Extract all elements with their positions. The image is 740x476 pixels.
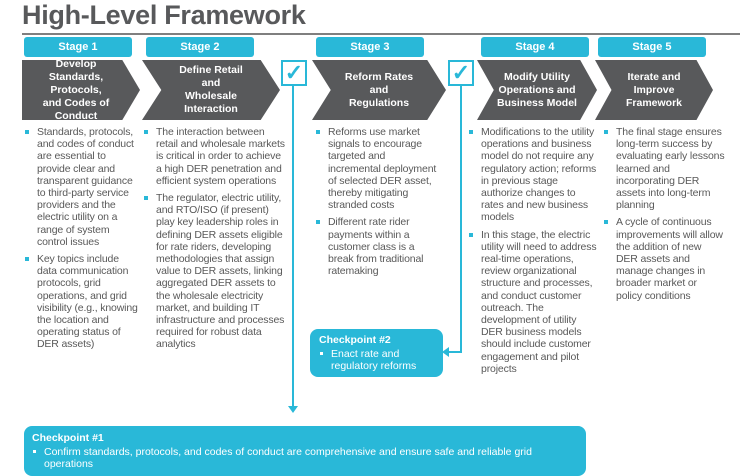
- checkpoint-2-connector-horizontal: [448, 351, 462, 353]
- checkpoint-1-check-icon: ✓: [281, 60, 307, 86]
- bullet: Different rate rider payments within a c…: [315, 216, 437, 277]
- bullet: Key topics include data communication pr…: [24, 253, 138, 351]
- bullet: The regulator, electric utility, and RTO…: [143, 192, 288, 351]
- checkpoint-1-connector: [292, 86, 294, 408]
- bullet: The final stage ensures long-term succes…: [603, 126, 725, 211]
- arrow-left-icon: [442, 347, 449, 357]
- stage-5-label: Stage 5: [598, 37, 706, 57]
- stage-3-description: Reforms use market signals to encourage …: [315, 126, 437, 282]
- bullet: The interaction between retail and whole…: [143, 126, 288, 187]
- stage-2-label: Stage 2: [146, 37, 254, 57]
- stage-3-label: Stage 3: [316, 37, 424, 57]
- stage-2-description: The interaction between retail and whole…: [143, 126, 288, 356]
- checkpoint-2-connector: [460, 86, 462, 353]
- bullet: Enact rate and regulatory reforms: [319, 348, 434, 373]
- checkpoint-1-title: Checkpoint #1: [32, 432, 104, 444]
- stage-5-description: The final stage ensures long-term succes…: [603, 126, 725, 307]
- bullet: Confirm standards, protocols, and codes …: [32, 446, 578, 471]
- bullet: Modifications to the utility operations …: [468, 126, 600, 224]
- arrow-down-icon: [288, 406, 298, 413]
- title-divider: [22, 33, 740, 35]
- bullet: Standards, protocols, and codes of condu…: [24, 126, 138, 248]
- stage-4-description: Modifications to the utility operations …: [468, 126, 600, 380]
- checkpoint-2-box: Checkpoint #2 Enact rate and regulatory …: [310, 329, 443, 377]
- checkpoint-2-check-icon: ✓: [448, 60, 474, 86]
- bullet: In this stage, the electric utility will…: [468, 229, 600, 375]
- checkpoint-1-box: Checkpoint #1 Confirm standards, protoco…: [24, 426, 586, 476]
- stage-1-label: Stage 1: [24, 37, 132, 57]
- page-title: High-Level Framework: [22, 0, 306, 30]
- checkpoint-2-title: Checkpoint #2: [319, 334, 391, 346]
- bullet: A cycle of continuous improvements will …: [603, 216, 725, 302]
- bullet: Reforms use market signals to encourage …: [315, 126, 437, 211]
- stage-4-label: Stage 4: [481, 37, 589, 57]
- stage-1-description: Standards, protocols, and codes of condu…: [24, 126, 138, 356]
